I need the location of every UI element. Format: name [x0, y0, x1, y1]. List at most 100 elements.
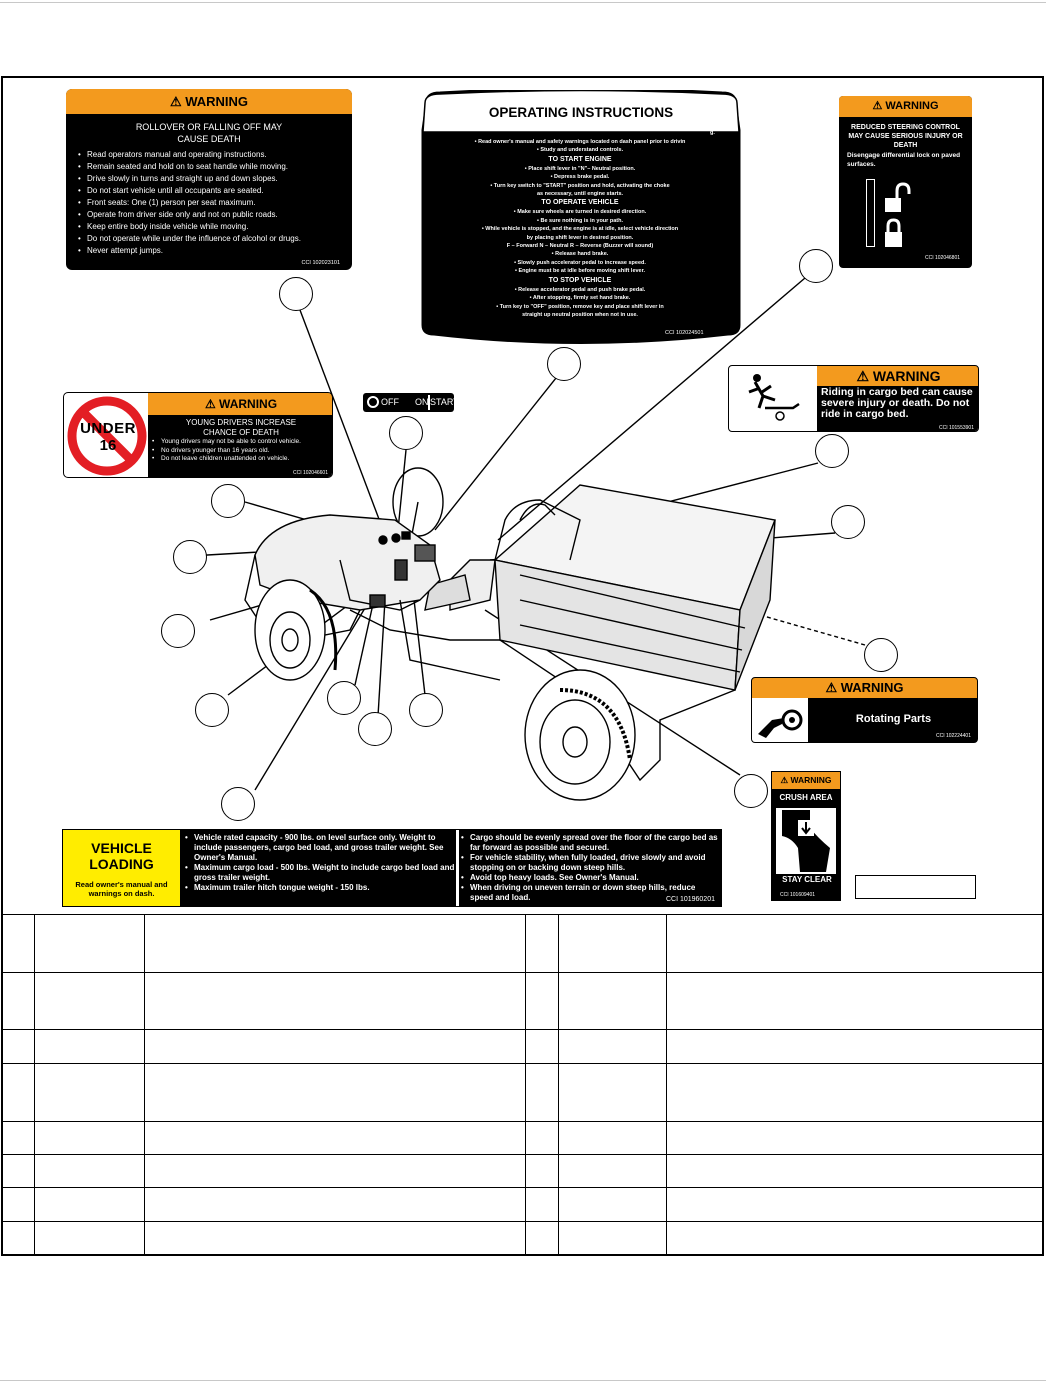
leader-line — [434, 372, 561, 531]
key-divider — [428, 395, 430, 410]
loading-col2: Cargo should be evenly spread over the f… — [461, 833, 719, 903]
crush-area-warning-label: ⚠ WARNING CRUSH AREA STAY CLEAR CCI 1016… — [771, 771, 841, 901]
table-row — [1, 1029, 1044, 1065]
op-heading: TO OPERATE VEHICLE — [541, 199, 619, 207]
op-line: F – Forward N – Neutral R – Reverse (Buz… — [506, 243, 654, 250]
no-under-16-icon — [67, 396, 147, 476]
steering-code: CCI 102046801 — [925, 255, 961, 261]
callout-circle — [211, 484, 245, 518]
crushed-hand-icon — [782, 810, 830, 872]
rotating-icon-panel — [752, 698, 808, 742]
rollover-item: Keep entire body inside vehicle while mo… — [78, 221, 352, 233]
operating-instructions-label: OPERATING INSTRUCTIONS • Read owner's ma… — [420, 90, 742, 346]
cargo-bed-panel: ⚠ WARNING Riding in cargo bed can cause … — [817, 366, 978, 431]
leader-line — [497, 277, 806, 541]
operating-text: • Read owner's manual and safety warning… — [434, 138, 726, 319]
rollover-item: Read operators manual and operating inst… — [78, 149, 352, 161]
young-item: Do not leave children unattended on vehi… — [152, 455, 332, 464]
table-row — [1, 1120, 1044, 1155]
table-row — [1, 1220, 1044, 1257]
leader-line — [299, 309, 386, 536]
op-line: • While vehicle is stopped, and the engi… — [481, 226, 679, 233]
operating-edge-char: g. — [710, 130, 715, 136]
crush-bottom-text: STAY CLEAR — [782, 875, 832, 884]
blank-label-box — [855, 875, 976, 899]
crush-warning-header: ⚠ WARNING — [772, 772, 840, 789]
op-line: straight up neutral position when not in… — [522, 311, 638, 318]
loading-item: Maximum trailer hitch tongue weight - 15… — [185, 883, 455, 893]
callout-circle — [279, 277, 313, 311]
rollover-item: Drive slowly in turns and straight up an… — [78, 173, 352, 185]
table-row — [1, 972, 1044, 1031]
hand-gear-icon — [758, 709, 803, 738]
op-heading: TO STOP VEHICLE — [548, 276, 612, 284]
loading-col1: Vehicle rated capacity - 900 lbs. on lev… — [185, 833, 455, 893]
key-off-label: OFF — [381, 397, 399, 407]
rotating-warning-header: ⚠ WARNING — [752, 678, 977, 698]
op-line: • Be sure nothing is in your path. — [537, 217, 623, 224]
steering-warning-label: ⚠ WARNING REDUCED STEERING CONTROL MAY C… — [839, 96, 972, 268]
rotating-parts-warning-label: ⚠ WARNING Rotating Parts CCI 102224401 — [751, 677, 978, 743]
cargo-bed-warning-label: ⚠ WARNING Riding in cargo bed can cause … — [728, 365, 979, 432]
callout-circle — [327, 681, 361, 715]
rotating-code: CCI 102224401 — [935, 733, 971, 739]
steering-warning-title: REDUCED STEERING CONTROL MAY CAUSE SERIO… — [848, 124, 963, 149]
loading-item: Avoid top heavy loads. See Owner's Manua… — [461, 873, 719, 883]
loading-item: Cargo should be evenly spread over the f… — [461, 833, 719, 853]
op-line: • Release accelerator pedal and push bra… — [514, 286, 646, 293]
leader-line — [377, 599, 386, 717]
op-line: • Release hand brake. — [551, 251, 609, 258]
rollover-item: Front seats: One (1) person per seat max… — [78, 197, 352, 209]
op-line: • Read owner's manual and safety warning… — [474, 139, 686, 145]
callout-circle — [389, 416, 423, 450]
table-row — [1, 1063, 1044, 1122]
op-line: • After stopping, firmly set hand brake. — [529, 295, 631, 302]
op-line: • Study and understand controls. — [536, 147, 624, 154]
callout-circle — [864, 638, 898, 672]
callout-circle — [221, 787, 255, 821]
callout-circle — [195, 693, 229, 727]
young-item: No drivers younger than 16 years old. — [152, 447, 332, 456]
rollover-code: CCI 102023101 — [301, 260, 340, 266]
cargo-warning-body: Riding in cargo bed can cause severe inj… — [821, 386, 973, 420]
vehicle-illustration — [189, 277, 866, 801]
callout-circle — [799, 249, 833, 283]
op-line: as necessary, until engine starts. — [536, 191, 624, 198]
callout-circle — [547, 347, 581, 381]
unlocked-padlock-icon — [885, 182, 911, 212]
young-warning-list: Young drivers may not be able to control… — [148, 438, 332, 464]
callout-circle — [173, 540, 207, 574]
table-row — [1, 1186, 1044, 1222]
callout-circle — [815, 434, 849, 468]
rollover-warning-header: ⚠ WARNING — [66, 89, 352, 114]
op-line: • Turn key to "OFF" position, remove key… — [496, 303, 664, 310]
callout-circle — [831, 505, 865, 539]
op-line: • Engine must be at idle before moving s… — [515, 268, 645, 275]
operating-title: OPERATING INSTRUCTIONS — [488, 105, 674, 120]
young-warning-header: ⚠ WARNING — [148, 393, 332, 415]
rotating-warning-body: Rotating Parts — [855, 713, 932, 725]
loading-subtitle: Read owner's manual and warnings on dash… — [75, 880, 168, 898]
loading-title-panel: VEHICLE LOADING Read owner's manual and … — [63, 830, 180, 906]
loading-item: For vehicle stability, when fully loaded… — [461, 853, 719, 873]
steering-warning-body: Disengage differential lock on paved sur… — [847, 152, 961, 168]
young-warning-title: YOUNG DRIVERS INCREASE CHANCE OF DEATH — [185, 418, 297, 437]
crush-code: CCI 101609401 — [780, 892, 816, 898]
young-code: CCI 102046601 — [292, 470, 328, 476]
op-line: • Make sure wheels are turned in desired… — [513, 209, 647, 216]
key-switch-decal: OFF ON START — [363, 393, 459, 412]
loading-item: When driving on uneven terrain or down s… — [461, 883, 719, 903]
op-line: • Place shift lever in "N"– Neutral posi… — [524, 165, 636, 172]
badge-16: 16 — [99, 437, 117, 454]
rollover-item: Never attempt jumps. — [78, 245, 352, 257]
leader-line — [354, 594, 376, 686]
leader-line — [759, 614, 866, 646]
loading-code: CCI 101960201 — [665, 896, 715, 903]
loading-divider — [456, 830, 459, 906]
op-line: by placing shift lever in desired positi… — [526, 234, 634, 241]
operating-label-shape — [421, 90, 741, 344]
table-row — [1, 1153, 1044, 1188]
leader-line — [254, 574, 386, 791]
table-row — [1, 913, 1044, 974]
op-line: • Slowly push accelerator pedal to incre… — [514, 259, 646, 266]
